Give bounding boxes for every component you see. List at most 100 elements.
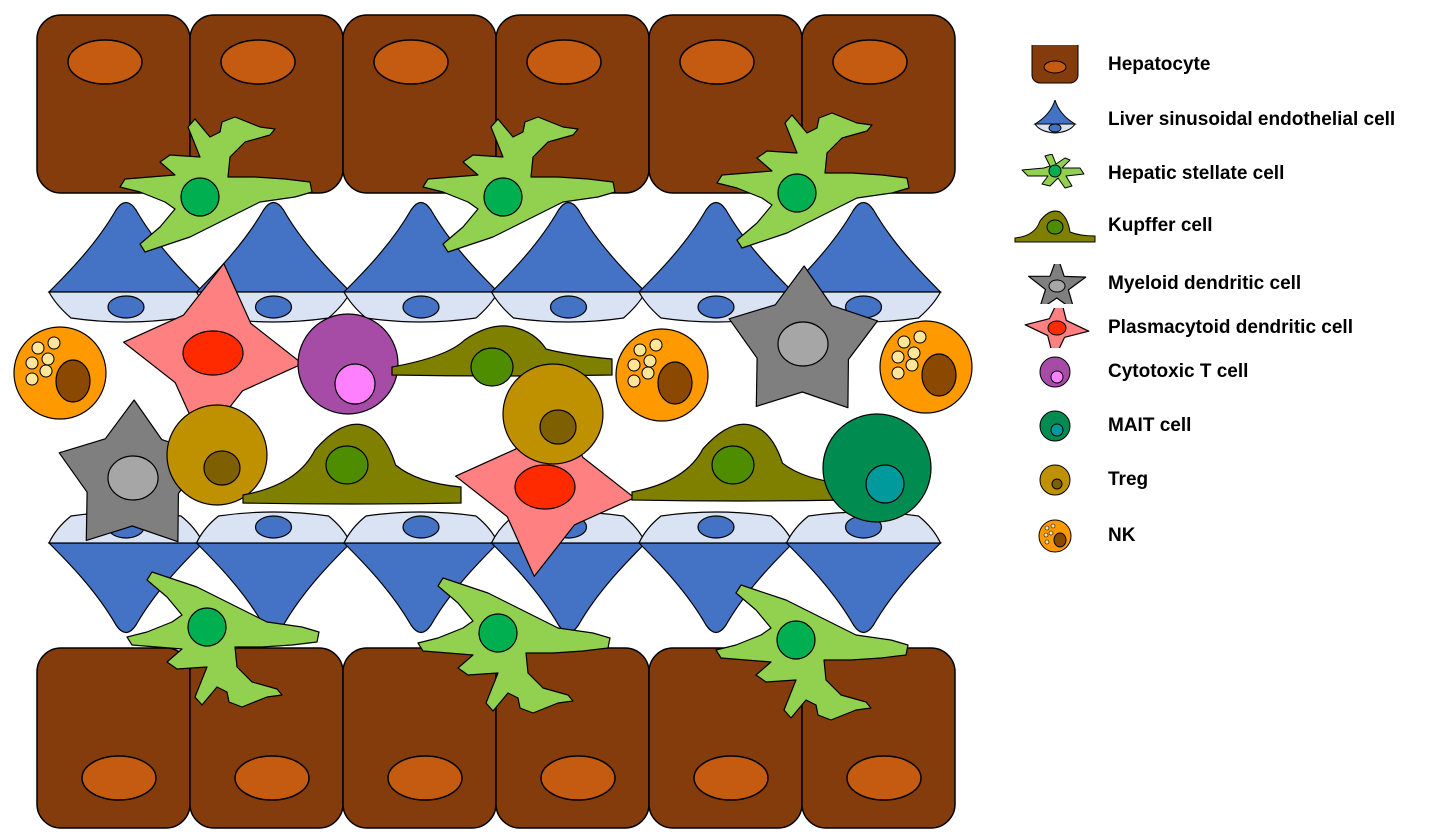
kupffer-cell xyxy=(242,423,462,505)
nk-granule xyxy=(627,374,641,388)
hepatic-stellate-cell xyxy=(126,571,320,708)
hepatocyte-nucleus xyxy=(373,39,449,85)
nk-granule xyxy=(891,366,905,380)
kupffer-nucleus xyxy=(711,445,755,485)
treg-cell xyxy=(502,363,604,465)
plasmacytoid-dendritic-cell xyxy=(455,397,635,577)
cytotoxic-t-cell xyxy=(297,313,399,415)
hepatocyte xyxy=(36,647,191,829)
stellate-body xyxy=(119,116,313,253)
lsec-body xyxy=(785,201,942,293)
stellate-row-top xyxy=(119,112,910,253)
stellate-nucleus xyxy=(180,177,220,217)
lsec-body xyxy=(785,542,942,634)
lsec-nucleus xyxy=(402,515,440,539)
cytotoxic-t-nucleus xyxy=(334,363,376,405)
hepatocyte-nucleus xyxy=(81,755,157,801)
hepatocyte-nucleus xyxy=(693,755,769,801)
nk-granule xyxy=(627,358,641,372)
hepatocyte-nucleus xyxy=(540,755,616,801)
stellate-nucleus xyxy=(478,613,518,653)
treg-nucleus xyxy=(203,450,241,486)
lsec-body xyxy=(637,542,795,634)
hepatocyte-nucleus xyxy=(67,39,143,85)
hepatocyte-nucleus xyxy=(526,39,602,85)
lsec-nucleus xyxy=(697,515,735,539)
mait-nucleus xyxy=(865,464,905,504)
hepatocyte-row-bottom xyxy=(36,647,956,829)
nk-nucleus xyxy=(55,359,91,403)
nk-granule xyxy=(39,364,53,378)
immune-cells xyxy=(13,263,973,577)
nk-nucleus xyxy=(657,361,693,405)
stellate-nucleus xyxy=(483,177,523,217)
lsec-body xyxy=(342,201,500,293)
lsec-cell xyxy=(342,201,500,323)
treg-cell xyxy=(166,404,268,506)
kupffer-nucleus xyxy=(325,445,369,485)
mait-cell xyxy=(822,413,932,523)
kupffer-cell xyxy=(391,325,613,387)
nk-granule xyxy=(641,366,655,380)
nk-cell xyxy=(879,320,973,414)
stellate-body xyxy=(715,584,909,721)
mdc-nucleus xyxy=(777,321,829,367)
stellate-body xyxy=(417,577,611,714)
nk-granule xyxy=(913,330,927,344)
lsec-nucleus xyxy=(402,295,440,319)
lsec-cell xyxy=(195,511,352,634)
lsec-row-top xyxy=(47,201,942,323)
nk-cell xyxy=(13,326,107,420)
hepatic-stellate-cell xyxy=(417,577,611,714)
myeloid-dendritic-cell xyxy=(58,399,209,543)
kupffer-nucleus xyxy=(470,347,514,387)
lsec-nucleus xyxy=(254,515,293,539)
lsec-body xyxy=(342,542,500,634)
lsec-cell xyxy=(47,511,205,634)
hepatic-stellate-cell xyxy=(715,584,909,721)
hepatocyte-nucleus xyxy=(234,755,310,801)
lsec-nucleus xyxy=(254,295,293,319)
lsec-cell xyxy=(785,511,942,634)
nk-granule xyxy=(41,352,55,366)
treg-nucleus xyxy=(539,409,577,445)
lsec-nucleus xyxy=(549,295,588,319)
nk-granule xyxy=(31,341,45,355)
nk-granule xyxy=(905,358,919,372)
myeloid-dendritic-cell xyxy=(728,265,879,409)
lsec-body xyxy=(47,201,205,293)
hepatocyte-nucleus xyxy=(832,39,908,85)
nk-granule xyxy=(897,335,911,349)
lsec-cell xyxy=(637,511,795,634)
lsec-cell xyxy=(342,511,500,634)
nk-granule xyxy=(25,372,39,386)
nk-granule xyxy=(633,343,647,357)
mdc-nucleus xyxy=(107,455,159,501)
lsec-cell xyxy=(47,201,205,323)
hepatic-stellate-cell xyxy=(422,116,616,253)
lsec-nucleus xyxy=(697,295,735,319)
pdc-nucleus xyxy=(182,330,244,376)
pdc-nucleus xyxy=(514,464,576,510)
hepatocyte-nucleus xyxy=(387,755,463,801)
lsec-nucleus xyxy=(107,295,145,319)
nk-granule xyxy=(907,346,921,360)
hepatocyte-body xyxy=(36,647,191,829)
lsec-cell xyxy=(490,201,647,323)
nk-granule xyxy=(643,354,657,368)
nk-granule xyxy=(25,356,39,370)
stellate-row-bottom xyxy=(126,571,909,721)
nk-granule xyxy=(649,338,663,352)
hepatocyte-nucleus xyxy=(220,39,296,85)
stellate-nucleus xyxy=(776,620,816,660)
stellate-nucleus xyxy=(777,173,817,213)
lsec-body xyxy=(490,201,647,293)
hepatic-stellate-cell xyxy=(119,116,313,253)
stellate-body xyxy=(422,116,616,253)
stellate-nucleus xyxy=(187,607,227,647)
nk-granule xyxy=(891,350,905,364)
nk-cell xyxy=(615,328,709,422)
nk-nucleus xyxy=(921,353,957,397)
hepatic-stellate-cell xyxy=(716,112,910,249)
